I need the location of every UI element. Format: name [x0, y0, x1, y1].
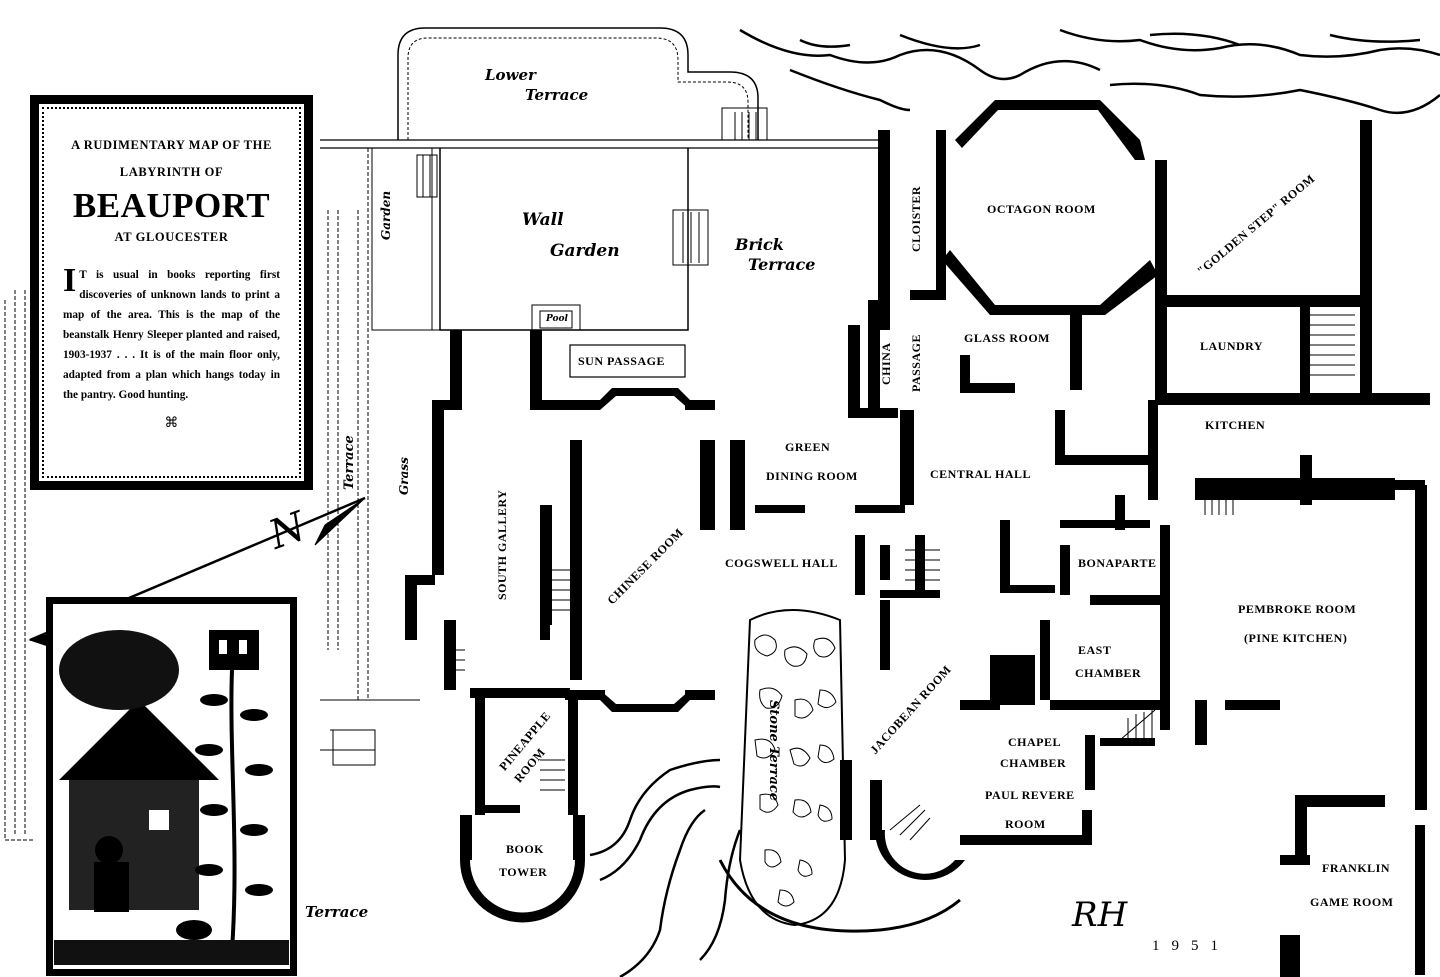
room-china: CHINA: [879, 342, 893, 385]
room-bonaparte: BONAPARTE: [1078, 556, 1157, 570]
label-brick-terrace-1: Brick: [735, 235, 784, 254]
room-east: EAST: [1078, 643, 1112, 657]
map-title: BEAUPORT: [72, 186, 271, 225]
intro-text: T is usual in books reporting first disc…: [63, 269, 280, 401]
artist-signature: RH: [1072, 895, 1128, 935]
room-cloister: CLOISTER: [909, 185, 923, 252]
garden-path: [589, 758, 742, 977]
stone-terrace-cobbles: [738, 609, 847, 927]
room-chapel-chamber: CHAMBER: [1000, 756, 1067, 770]
room-sun-passage: SUN PASSAGE: [578, 354, 665, 368]
room-pine-kitchen: (PINE KITCHEN): [1244, 631, 1348, 645]
label-lower-terrace-1: Lower: [485, 66, 536, 84]
room-central-hall: CENTRAL HALL: [930, 467, 1032, 481]
label-terrace-bottom: Terrace: [305, 903, 369, 921]
room-franklin: FRANKLIN: [1322, 861, 1391, 875]
room-game-room: GAME ROOM: [1310, 895, 1394, 909]
label-terrace-side: Terrace: [342, 435, 357, 490]
room-kitchen: KITCHEN: [1205, 418, 1266, 432]
room-glass: GLASS ROOM: [964, 331, 1051, 345]
room-green: GREEN: [785, 440, 831, 454]
room-south-gallery: SOUTH GALLERY: [495, 489, 509, 600]
label-pool: Pool: [546, 314, 568, 324]
room-dining: DINING ROOM: [766, 469, 858, 483]
room-passage: PASSAGE: [909, 334, 923, 392]
room-cogswell-hall: COGSWELL HALL: [725, 556, 838, 570]
room-east-chamber: CHAMBER: [1075, 666, 1142, 680]
room-tower: TOWER: [499, 865, 548, 879]
title-cartouche: A RUDIMENTARY MAP OF THE LABYRINTH OF BE…: [30, 95, 313, 490]
room-book: BOOK: [506, 842, 545, 856]
label-grass: Grass: [397, 457, 411, 495]
room-pembroke: PEMBROKE ROOM: [1238, 602, 1357, 616]
label-stone-terrace: Stone Terrace: [766, 700, 781, 802]
ornament-icon: ⌘: [164, 415, 179, 431]
beanstalk-woodcut-illustration: [46, 597, 297, 976]
room-octagon: OCTAGON ROOM: [987, 202, 1096, 216]
room-paul-revere-room: ROOM: [1005, 817, 1046, 831]
title-line-2: LABYRINTH OF: [119, 165, 224, 179]
label-wall-garden-1: Wall: [522, 210, 564, 230]
lower-terrace-outline: [397, 27, 759, 140]
room-chapel: CHAPEL: [1008, 735, 1062, 749]
room-laundry: LAUNDRY: [1200, 339, 1264, 353]
label-lower-terrace-2: Terrace: [525, 86, 589, 104]
label-brick-terrace-2: Terrace: [748, 255, 816, 274]
label-garden-side: Garden: [379, 190, 393, 240]
signature-year: 1951: [1152, 938, 1230, 954]
drop-cap: I: [63, 262, 77, 299]
hills: [739, 28, 1440, 115]
label-wall-garden-2: Garden: [550, 241, 620, 261]
room-paul-revere: PAUL REVERE: [985, 788, 1075, 802]
map-subtitle: AT GLOUCESTER: [114, 230, 229, 244]
title-line-1: A RUDIMENTARY MAP OF THE: [71, 138, 272, 152]
